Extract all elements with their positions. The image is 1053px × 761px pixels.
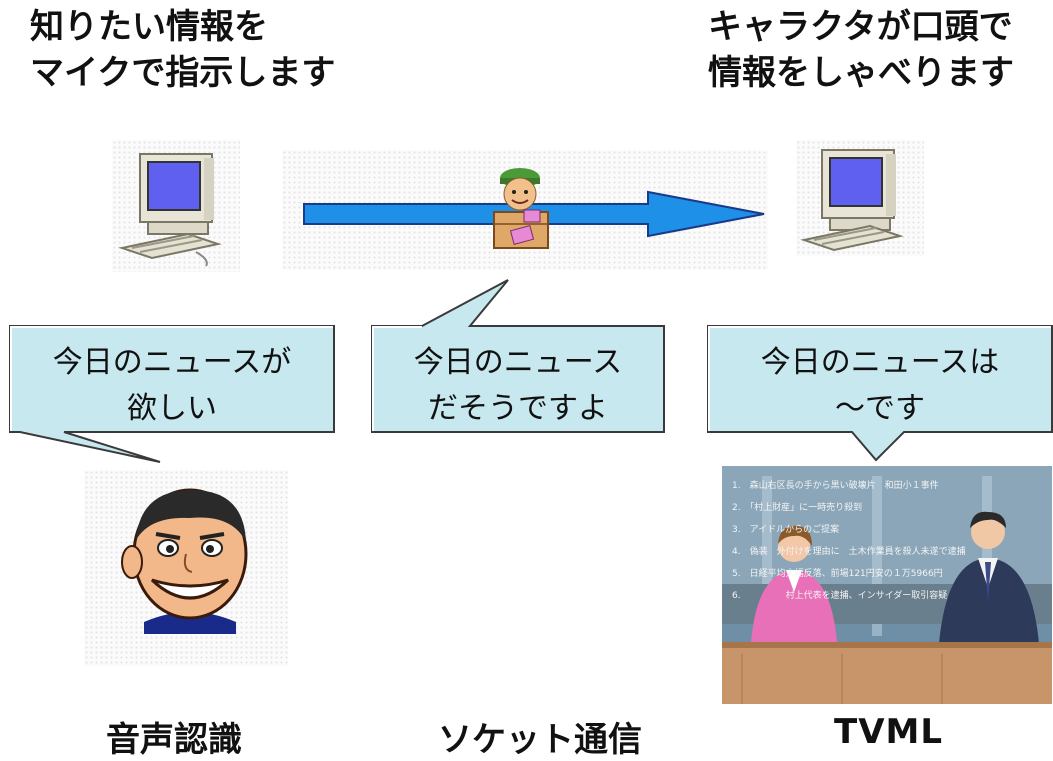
tv-news-item: 2. 「村上財産」に一時売り殺到 xyxy=(732,503,863,513)
bubble-text-right: 今日のニュースは ～です xyxy=(708,340,1052,432)
delivery-person-icon xyxy=(493,168,549,249)
tvml-screen: 1. 森山右区長の手から黒い破壊片 和田小１事件 2. 「村上財産」に一時売り殺… xyxy=(722,466,1052,704)
caption-line: マイクで指示します xyxy=(30,53,336,93)
label-socket-communication: ソケット通信 xyxy=(438,720,642,760)
bubble-line: 今日のニュースが xyxy=(52,345,292,380)
caption-line: キャラクタが口頭で xyxy=(708,7,1013,47)
computer-right-icon xyxy=(800,149,904,252)
bubble-line: ～です xyxy=(835,391,925,426)
bubble-line: 欲しい xyxy=(127,391,217,426)
tv-news-item: 4. 偽装 外付けを理由に 土木作業員を殺人未遂で逮捕 xyxy=(732,547,966,557)
caption-character-speaks: キャラクタが口頭で 情報をしゃべります xyxy=(708,4,1014,96)
tv-news-item: 1. 森山右区長の手から黒い破壊片 和田小１事件 xyxy=(732,481,939,491)
user-face-icon xyxy=(121,488,248,634)
bubble-line: 今日のニュースは xyxy=(760,345,1000,380)
label-tvml: TVML xyxy=(834,712,944,752)
tv-news-item: 5. 日経平均大幅反落、前場121円安の１万5966円 xyxy=(732,569,943,579)
caption-user-instruction: 知りたい情報を マイクで指示します xyxy=(30,4,335,96)
speech-bubble-middle xyxy=(371,279,665,433)
label-speech-recognition: 音声認識 xyxy=(106,720,242,760)
tv-news-item: 6. 村上代表を逮捕、インサイダー取引容疑 xyxy=(732,591,948,601)
speech-bubble-right xyxy=(707,325,1053,462)
caption-line: 知りたい情報を xyxy=(30,7,268,47)
tv-news-item: 3. アイドルからのご提案 xyxy=(732,525,840,535)
bubble-line: 今日のニュース xyxy=(413,345,623,380)
bubble-text-middle: 今日のニュース だそうですよ xyxy=(372,340,664,432)
tvml-studio-scene xyxy=(722,466,1052,704)
caption-line: 情報をしゃべります xyxy=(708,53,1014,93)
bubble-line: だそうですよ xyxy=(428,391,608,426)
bubble-text-left: 今日のニュースが 欲しい xyxy=(10,340,334,432)
speech-bubble-left xyxy=(9,325,335,463)
computer-left-icon xyxy=(118,153,222,267)
